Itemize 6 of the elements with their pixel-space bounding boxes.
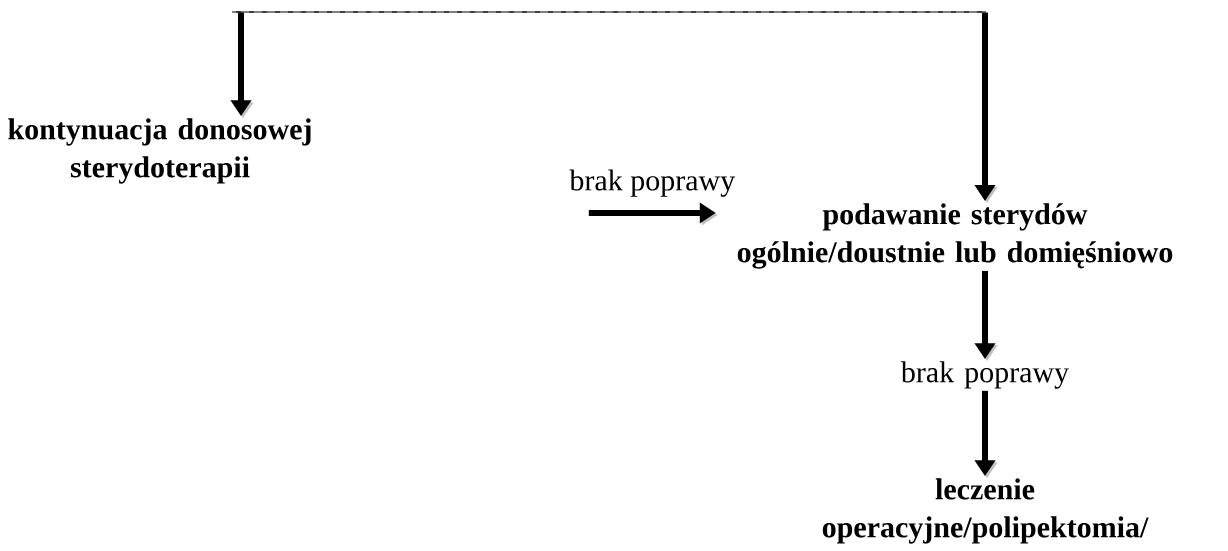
step-label: leczenie operacyjne/polipektomia/ [822,478,1149,544]
step-text: brak poprawy [900,361,1069,389]
step-label: podawanie sterydów ogólnie/doustnie lub domięśniowo [737,203,1173,269]
edge-label: brak poprawy [569,169,736,197]
step-label: kontynuacja donosowej sterydoterapii [8,118,311,184]
dashed-line [231,11,987,13]
